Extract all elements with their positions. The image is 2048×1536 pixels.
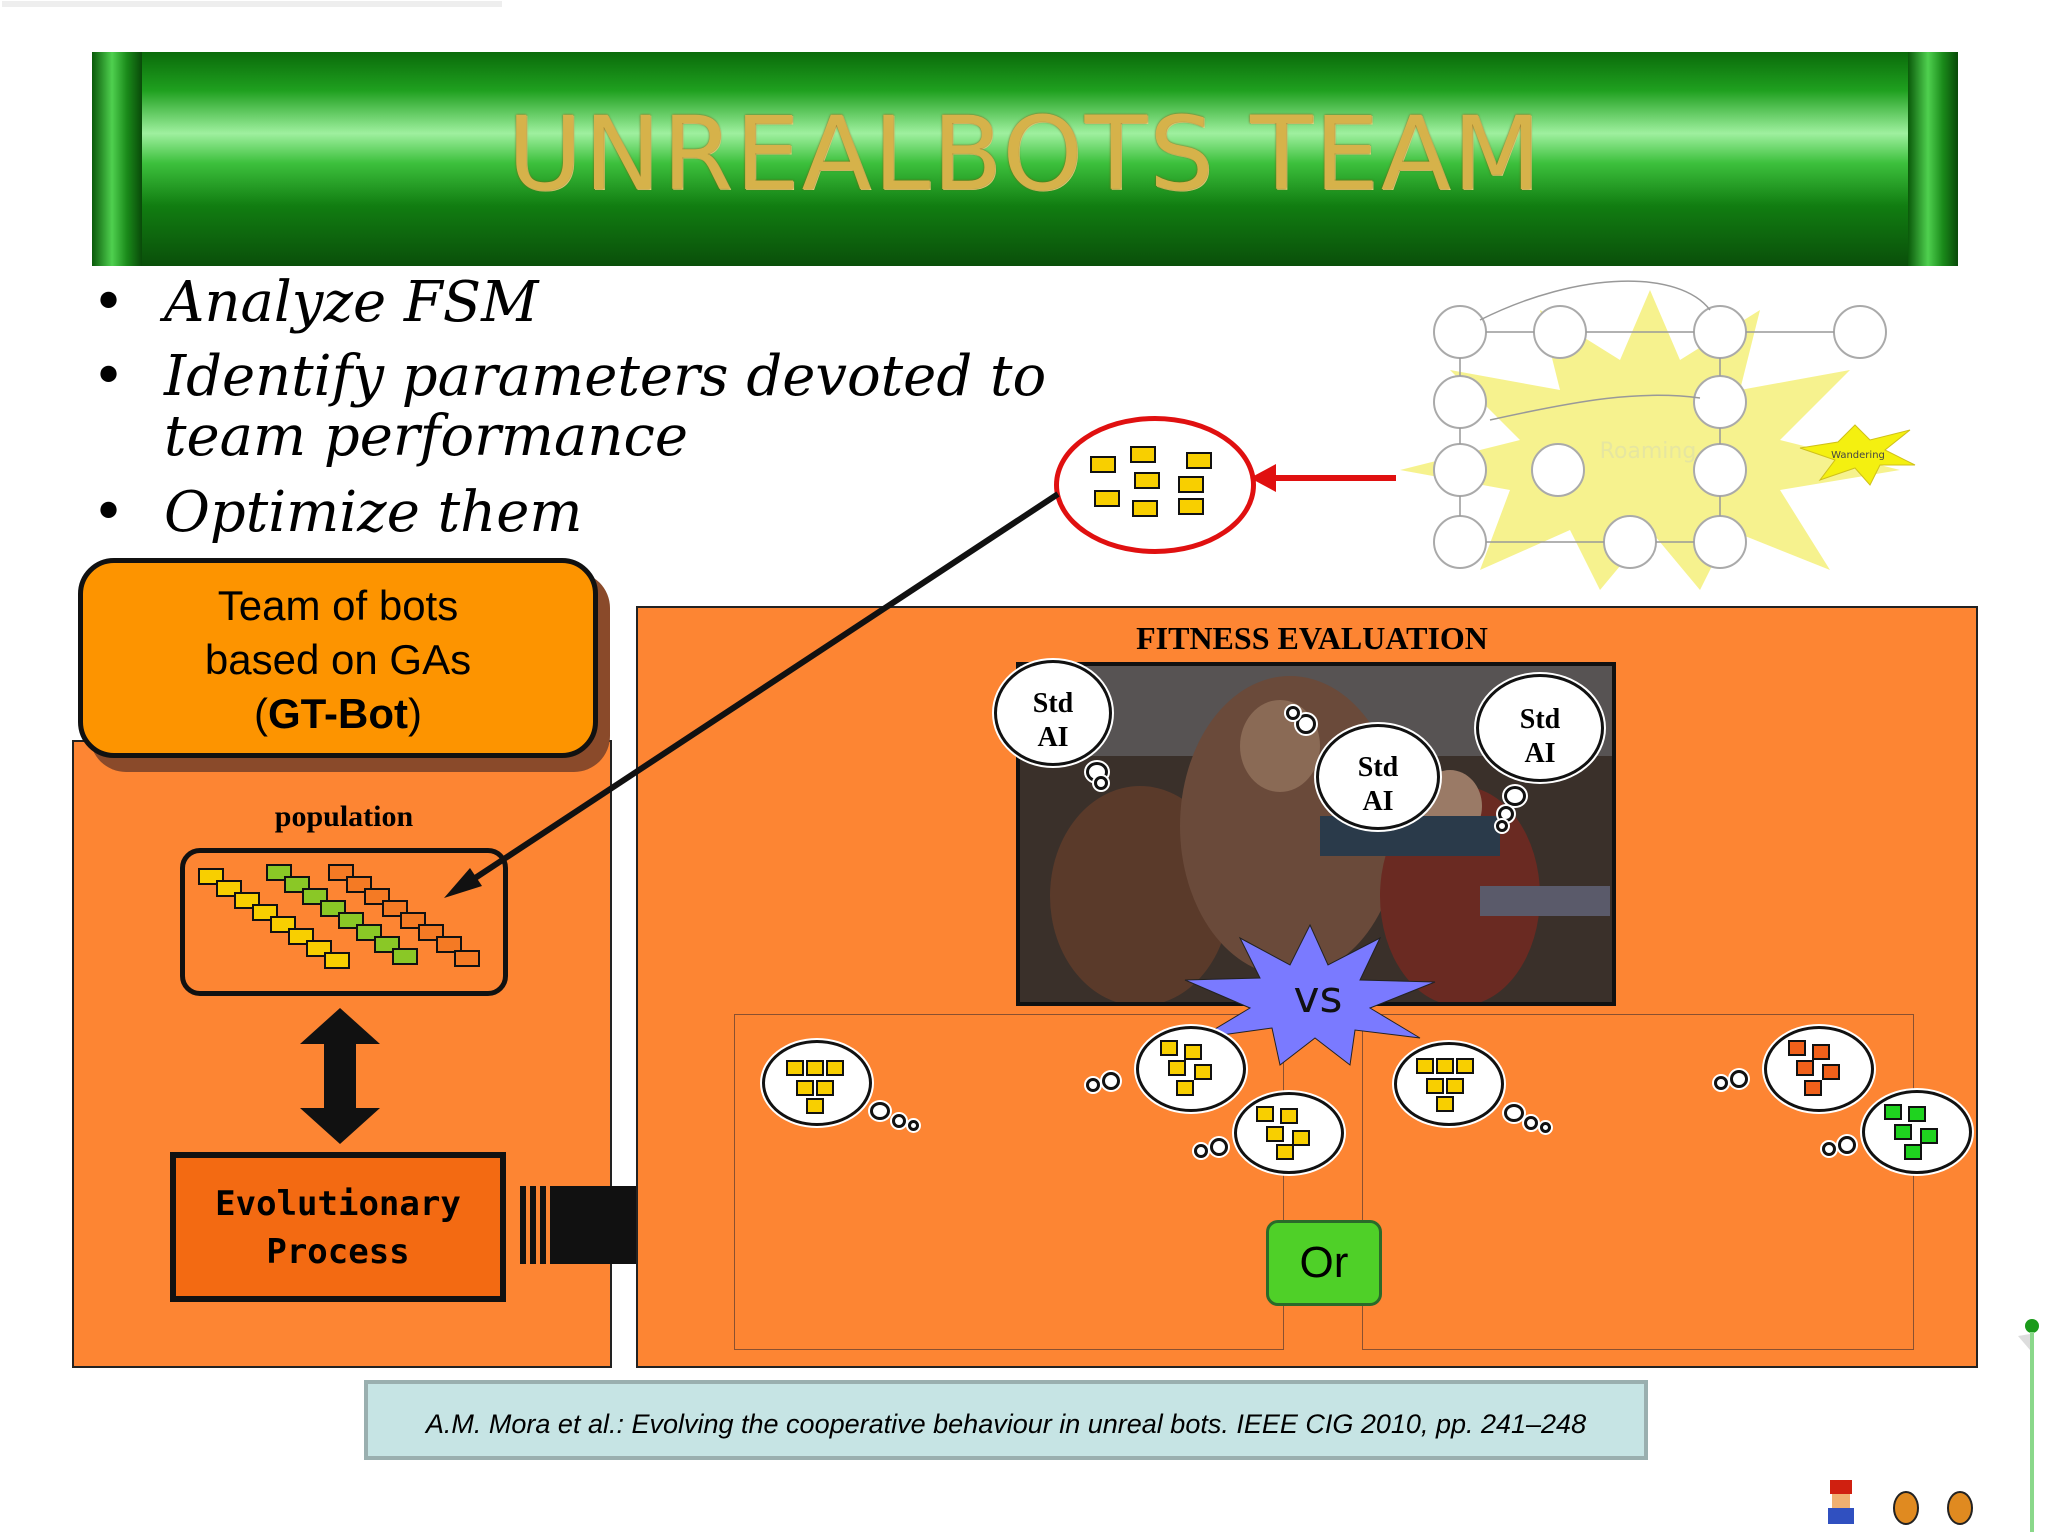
gene-chunk <box>1094 490 1120 507</box>
gene-chunk <box>1130 446 1156 463</box>
citation-box: A.M. Mora et al.: Evolving the cooperati… <box>364 1380 1648 1460</box>
vs-burst: vs <box>1184 923 1436 1066</box>
team-b-area <box>1362 1014 1914 1350</box>
fsm-diagram: Roaming Wandering <box>1380 280 1920 600</box>
gene-chunk <box>1186 452 1212 469</box>
gene-chunk <box>1134 472 1160 489</box>
gene-chunk <box>1178 498 1204 515</box>
evolutionary-process-box: Evolutionary Process <box>170 1152 506 1302</box>
team-box-line2: based on GAs <box>204 636 472 683</box>
population-box <box>180 848 508 996</box>
gene-chunk <box>1178 476 1204 493</box>
fsm-state <box>1833 305 1887 359</box>
banner-right-cap <box>1908 52 1958 266</box>
bullet-text: Analyze FSM <box>164 270 539 335</box>
evo-line1: Evolutionary <box>215 1184 461 1224</box>
bullet-text: Optimize them <box>164 480 583 545</box>
fsm-state <box>1433 305 1487 359</box>
fsm-state <box>1693 443 1747 497</box>
fsm-starburst <box>1400 290 1900 590</box>
team-a-area <box>734 1014 1284 1350</box>
bullet-item: •Analyze FSM <box>92 270 539 335</box>
thought-dot <box>1296 714 1316 734</box>
or-badge: Or <box>1266 1220 1382 1306</box>
team-bots-box: Team of bots based on GAs (GT-Bot) <box>78 558 598 758</box>
fsm-wandering-label: Wandering <box>1831 450 1885 461</box>
fsm-state <box>1433 375 1487 429</box>
bullet-item: •Identify parameters devoted to <box>92 344 1047 409</box>
double-arrow-icon <box>300 1008 380 1144</box>
flagpole-icon <box>2018 1319 2039 1532</box>
fsm-state <box>1693 515 1747 569</box>
team-box-line1: Team of bots <box>217 582 459 629</box>
thought-dot <box>1286 706 1300 720</box>
gene-chunk <box>1132 500 1158 517</box>
fsm-state <box>1603 515 1657 569</box>
gene-chunk <box>1090 456 1116 473</box>
thought-dot <box>1498 806 1514 822</box>
thought-dot <box>1094 776 1108 790</box>
bullet-text: Identify parameters devoted to <box>164 344 1047 409</box>
fsm-state <box>1433 443 1487 497</box>
bullet-item: •Optimize them <box>92 480 583 545</box>
mario-decoration-icon <box>1828 1480 1973 1525</box>
population-label: population <box>274 800 414 833</box>
bullet-continuation: team performance <box>164 404 688 469</box>
fsm-state <box>1533 305 1587 359</box>
page-title: UNREALBOTS TEAM <box>507 95 1543 214</box>
thought-dot <box>1496 820 1508 832</box>
title-banner <box>92 52 1958 266</box>
fsm-state <box>1693 305 1747 359</box>
gt-bot-label: GT-Bot <box>268 690 408 737</box>
evo-line2: Process <box>266 1232 410 1272</box>
banner-left-cap <box>92 52 142 266</box>
thought-dot <box>1504 786 1526 806</box>
fsm-state <box>1531 443 1585 497</box>
fitness-title: FITNESS EVALUATION <box>1136 620 1488 656</box>
fsm-center-label: Roaming <box>1600 439 1697 464</box>
team-box-line3: (GT-Bot) <box>254 690 422 737</box>
vs-label: vs <box>1294 972 1343 1023</box>
fsm-wandering-burst <box>1799 424 1916 486</box>
fsm-state <box>1693 375 1747 429</box>
broken-image-note <box>2 1 502 7</box>
fsm-state <box>1433 515 1487 569</box>
